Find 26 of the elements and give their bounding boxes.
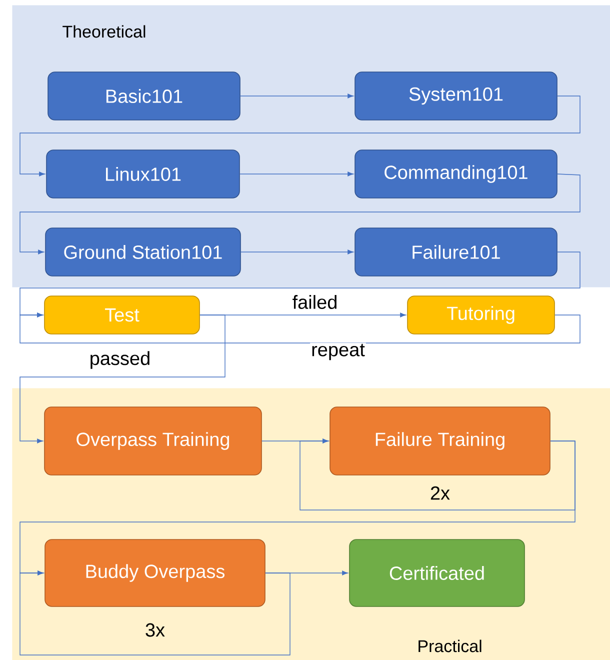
process-box: Ground Station101 (45, 228, 241, 276)
arrow (20, 174, 580, 254)
process-box: Failure Training (330, 406, 550, 476)
process-box: Linux101 (46, 150, 240, 198)
process-box: Commanding101 (354, 150, 558, 198)
process-box: Failure101 (354, 228, 558, 276)
arrow (240, 250, 354, 254)
arrow (20, 312, 580, 344)
arrow (20, 314, 226, 444)
process-box: System101 (354, 72, 558, 120)
edge-label: passed (88, 350, 152, 370)
arrow (20, 440, 576, 576)
process-box: Overpass Training (44, 406, 262, 476)
arrow (20, 252, 580, 318)
arrow (20, 570, 290, 656)
arrow (300, 438, 576, 510)
arrow (20, 96, 580, 176)
arrow (240, 172, 354, 176)
arrow (240, 94, 354, 98)
process-box: Basic101 (48, 72, 240, 120)
process-box: Test (44, 296, 200, 334)
process-box: Certificated (349, 539, 525, 607)
edge-label: repeat (310, 342, 366, 362)
process-box: Tutoring (407, 296, 555, 334)
process-box: Buddy Overpass (44, 539, 266, 607)
edge-label: failed (291, 294, 339, 310)
